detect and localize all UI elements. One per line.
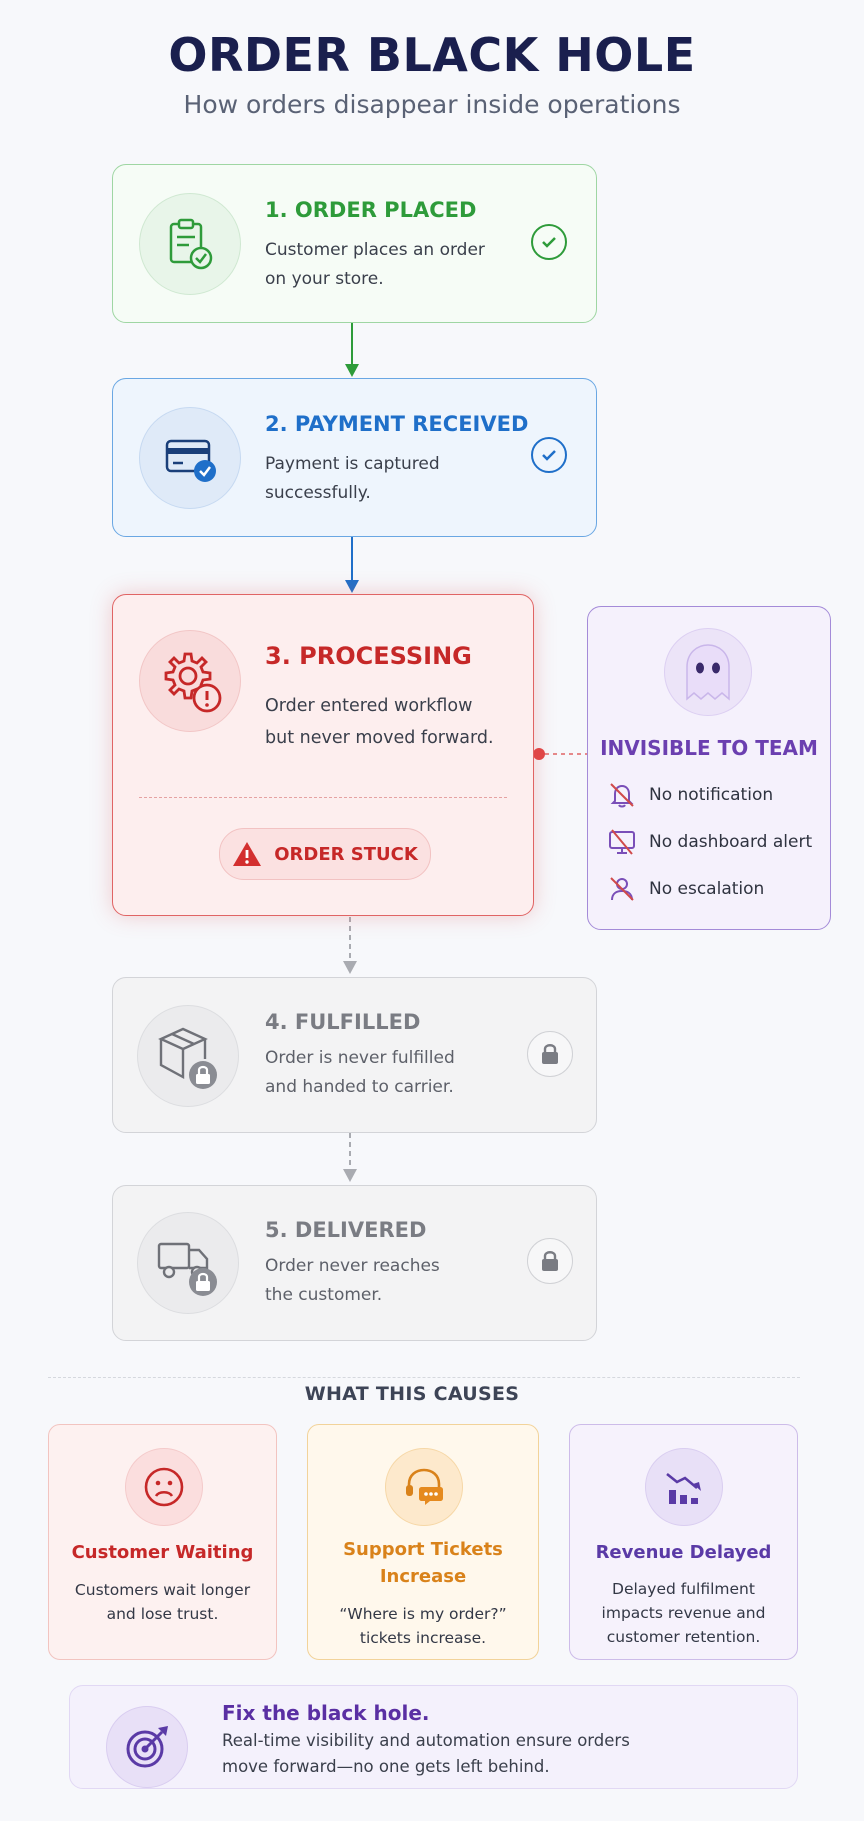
invisible-item-label: No notification <box>649 785 774 805</box>
cause-text-2-line2: tickets increase. <box>359 1629 487 1647</box>
connector-dot <box>533 748 545 760</box>
invisible-item: No notification <box>607 780 773 810</box>
page-title: ORDER BLACK HOLE <box>168 28 696 82</box>
step-text-2-line1: Payment is captured <box>265 454 440 474</box>
cause-text-1: Customers wait longer and lose trust. <box>48 1578 277 1626</box>
fix-text-line2: move forward—no one gets left behind. <box>222 1757 550 1776</box>
step-text-2: Payment is captured successfully. <box>265 450 505 508</box>
section-divider <box>48 1377 800 1378</box>
cause-text-1-line1: Customers wait longer <box>74 1581 251 1599</box>
warning-icon <box>233 842 262 866</box>
causes-title: WHAT THIS CAUSES <box>304 1383 520 1405</box>
step-title-1: 1. ORDER PLACED <box>265 198 477 222</box>
arrow-4-5 <box>343 1169 357 1182</box>
chart-down-icon <box>645 1448 723 1526</box>
page-subtitle: How orders disappear inside operations <box>183 90 681 119</box>
step-text-2-line2: successfully. <box>265 483 371 503</box>
check-circle-icon <box>531 437 567 473</box>
order-stuck-badge: ORDER STUCK <box>219 828 431 880</box>
ghost-icon <box>664 628 752 716</box>
headset-chat-icon <box>385 1448 463 1526</box>
fix-title: Fix the black hole. <box>222 1701 430 1725</box>
step-text-4-line1: Order is never fulfilled <box>265 1048 455 1068</box>
arrow-2-3 <box>345 580 359 593</box>
fix-banner <box>69 1685 798 1789</box>
lock-icon <box>527 1031 573 1077</box>
target-arrow-icon <box>106 1706 188 1788</box>
step-text-1: Customer places an order on your store. <box>265 236 505 294</box>
step-title-2: 2. PAYMENT RECEIVED <box>265 412 529 436</box>
fix-text: Real-time visibility and automation ensu… <box>222 1728 782 1780</box>
user-off-icon <box>610 877 634 901</box>
clipboard-check-icon <box>139 193 241 295</box>
step-text-3-line2: but never moved forward. <box>265 728 494 748</box>
invisible-item: No dashboard alert <box>607 827 812 857</box>
gear-alert-icon <box>139 630 241 732</box>
step-text-3: Order entered workflow but never moved f… <box>265 690 525 754</box>
sad-face-icon <box>125 1448 203 1526</box>
step-text-5-line2: the customer. <box>265 1285 383 1305</box>
step-text-5: Order never reaches the customer. <box>265 1252 505 1310</box>
step-text-1-line2: on your store. <box>265 269 384 289</box>
step-text-1-line1: Customer places an order <box>265 240 485 260</box>
cause-title-1: Customer Waiting <box>71 1542 254 1563</box>
arrow-3-4 <box>343 961 357 974</box>
lock-icon <box>527 1238 573 1284</box>
cause-title-2-line2: Increase <box>379 1566 467 1587</box>
step-text-4: Order is never fulfilled and handed to c… <box>265 1044 505 1102</box>
truck-lock-icon <box>137 1212 239 1314</box>
cause-title-2-line1: Support Tickets <box>343 1539 503 1560</box>
cause-title-3: Revenue Delayed <box>595 1542 772 1563</box>
cause-text-3-line3: customer retention. <box>606 1628 761 1646</box>
invisible-item: No escalation <box>607 874 764 904</box>
credit-card-icon <box>139 407 241 509</box>
cause-text-2-line1: “Where is my order?” <box>339 1605 507 1623</box>
monitor-off-icon <box>609 829 635 855</box>
fix-text-line1: Real-time visibility and automation ensu… <box>222 1731 630 1750</box>
invisible-item-label: No escalation <box>649 879 765 899</box>
cause-text-2: “Where is my order?” tickets increase. <box>307 1602 539 1650</box>
invisible-item-label: No dashboard alert <box>649 832 813 852</box>
arrow-1-2 <box>345 364 359 377</box>
box-lock-icon <box>137 1005 239 1107</box>
cause-text-3-line2: impacts revenue and <box>601 1604 766 1622</box>
step-text-3-line1: Order entered workflow <box>265 696 473 716</box>
invisible-title: INVISIBLE TO TEAM <box>600 736 818 760</box>
bell-off-icon <box>610 783 634 808</box>
cause-title-2: Support Tickets Increase <box>307 1536 539 1590</box>
cause-text-3-line1: Delayed fulfilment <box>612 1580 755 1598</box>
step-title-3: 3. PROCESSING <box>265 642 472 670</box>
check-circle-icon <box>531 224 567 260</box>
processing-divider <box>139 797 507 798</box>
step-text-4-line2: and handed to carrier. <box>265 1077 454 1097</box>
step-title-5: 5. DELIVERED <box>265 1218 427 1242</box>
step-title-4: 4. FULFILLED <box>265 1010 421 1034</box>
order-stuck-label: ORDER STUCK <box>274 843 418 865</box>
cause-text-1-line2: and lose trust. <box>106 1605 219 1623</box>
cause-text-3: Delayed fulfilment impacts revenue and c… <box>569 1577 798 1649</box>
step-text-5-line1: Order never reaches <box>265 1256 440 1276</box>
